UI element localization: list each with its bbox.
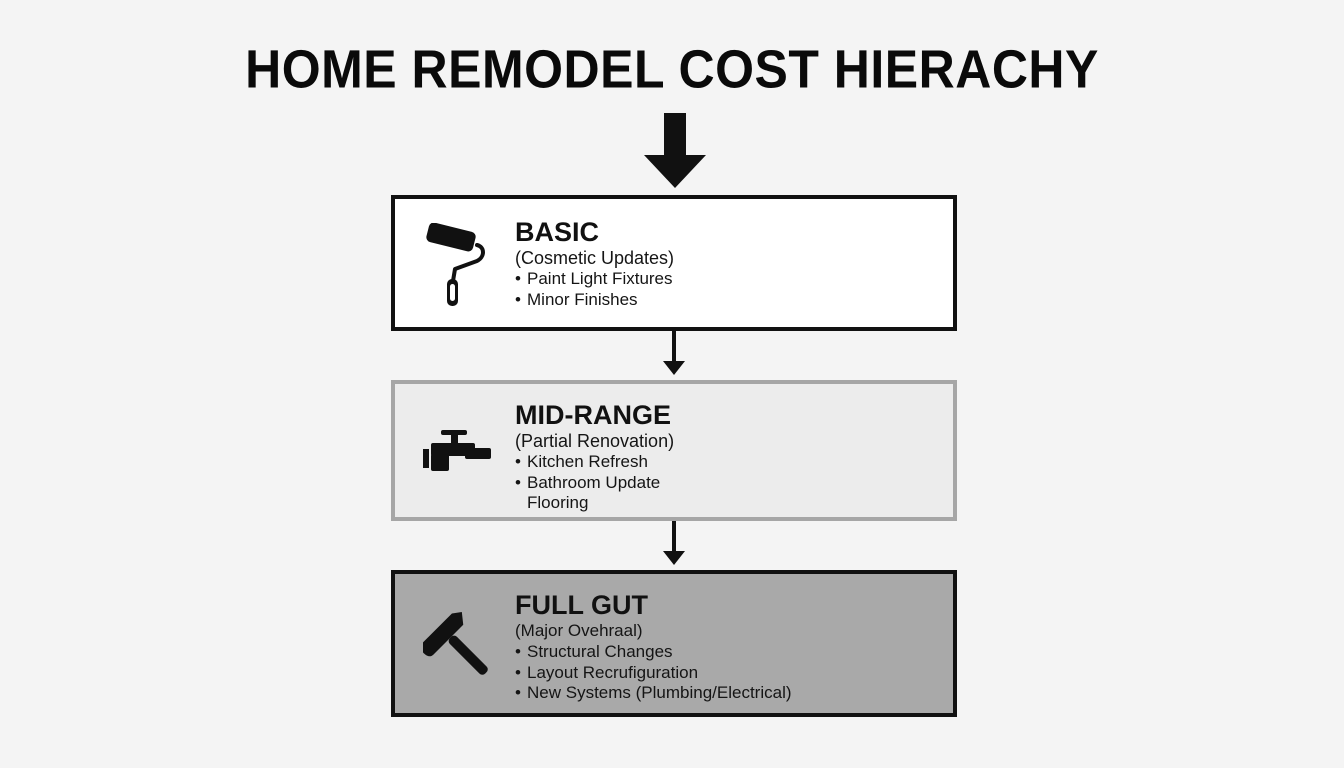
- page-title: HOME REMODEL COST HIERACHY: [245, 38, 1099, 100]
- list-item-continuation: Flooring: [527, 493, 589, 512]
- tier-item-list: •Structural Changes •Layout Recrufigurat…: [515, 642, 792, 704]
- tier-heading: FULL GUT: [515, 590, 648, 620]
- tier-heading: MID-RANGE: [515, 400, 671, 430]
- tier-subheading: (Cosmetic Updates): [515, 248, 675, 268]
- tier-subheading: (Major Ovehraal): [515, 621, 643, 640]
- list-item: •Bathroom Update: [515, 472, 661, 492]
- arrow-down-icon: [663, 521, 685, 565]
- tier-full-gut-card: FULL GUT (Major Ovehraal) •Structural Ch…: [391, 570, 957, 717]
- list-item: •Minor Finishes: [515, 289, 638, 309]
- tier-basic-card: BASIC (Cosmetic Updates) •Paint Light Fi…: [391, 195, 957, 331]
- paint-roller-icon: [426, 223, 485, 306]
- tier-heading: BASIC: [515, 217, 600, 247]
- list-item: •Paint Light Fixtures: [515, 269, 673, 288]
- list-item: •Structural Changes: [515, 642, 673, 661]
- tier-mid-range-card: MID-RANGE (Partial Renovation) •Kitchen …: [391, 380, 957, 521]
- faucet-icon: [423, 430, 491, 471]
- list-item: •Kitchen Refresh: [515, 452, 648, 471]
- tier-subheading: (Partial Renovation): [515, 431, 675, 451]
- list-item: •Layout Recrufiguration: [515, 662, 699, 682]
- tier-item-list: •Kitchen Refresh •Bathroom Update Floori…: [515, 452, 674, 514]
- hammer-icon: [423, 612, 488, 675]
- arrow-down-icon: [663, 331, 685, 375]
- list-item: •New Systems (Plumbing/Electrical): [515, 683, 792, 702]
- tier-item-list: •Paint Light Fixtures •Minor Finishes: [515, 269, 674, 310]
- arrow-down-icon: [644, 113, 706, 188]
